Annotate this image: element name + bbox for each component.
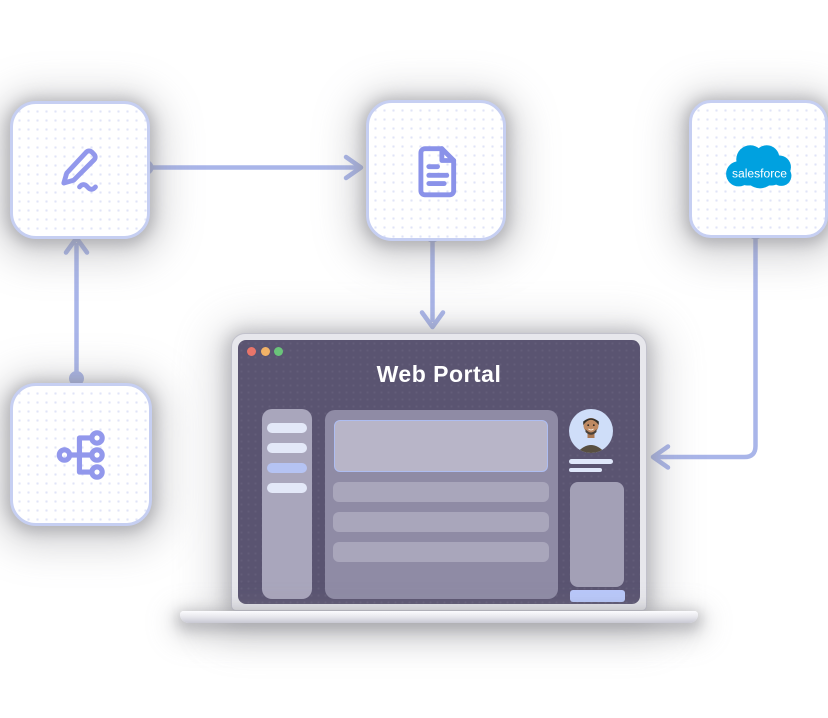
- hero-placeholder: [334, 420, 548, 472]
- maximize-traffic-dot: [274, 347, 283, 356]
- salesforce-logo: salesforce: [725, 145, 791, 189]
- document-icon: [418, 145, 457, 197]
- arrow-document-to-portal: [419, 227, 446, 330]
- arrow-salesforce-to-portal: [650, 224, 763, 470]
- main-content-panel: [325, 410, 558, 599]
- node-integration: [10, 383, 152, 526]
- signature-pen-icon: [61, 148, 98, 192]
- avatar-beard: [585, 429, 597, 435]
- window-traffic-lights: [247, 347, 283, 356]
- sidebar-item-placeholder: [267, 443, 307, 453]
- sidebar-item-placeholder: [267, 483, 307, 493]
- laptop-screen: Web Portal: [231, 333, 647, 611]
- profile-subtitle-placeholder: [569, 468, 602, 472]
- content-row-placeholder: [333, 542, 549, 562]
- sidebar-item-placeholder: [267, 423, 307, 433]
- arrow-integration-to-signature: [63, 235, 90, 386]
- right-side-panel: [570, 482, 624, 587]
- avatar-hair: [583, 418, 599, 425]
- node-signature: [10, 101, 150, 239]
- minimize-traffic-dot: [260, 347, 270, 356]
- sidebar-item-placeholder-active: [267, 463, 307, 473]
- sidebar: [262, 409, 312, 599]
- right-cta-placeholder: [570, 590, 625, 602]
- close-traffic-dot: [247, 347, 256, 356]
- content-row-placeholder: [333, 482, 549, 502]
- laptop-base: [180, 611, 698, 623]
- salesforce-cloud: [725, 145, 791, 189]
- content-row-placeholder: [333, 512, 549, 532]
- node-document: [366, 100, 506, 241]
- profile-name-placeholder: [569, 459, 613, 464]
- arrow-signature-to-document: [138, 154, 364, 181]
- avatar-face: [583, 418, 599, 433]
- page-title: Web Portal: [376, 361, 502, 387]
- web-portal-window: Web Portal: [238, 340, 640, 604]
- integration-tree-icon: [56, 429, 105, 480]
- user-avatar: [569, 409, 613, 453]
- salesforce-wordmark: salesforce: [731, 167, 786, 181]
- node-salesforce: salesforce: [689, 100, 828, 238]
